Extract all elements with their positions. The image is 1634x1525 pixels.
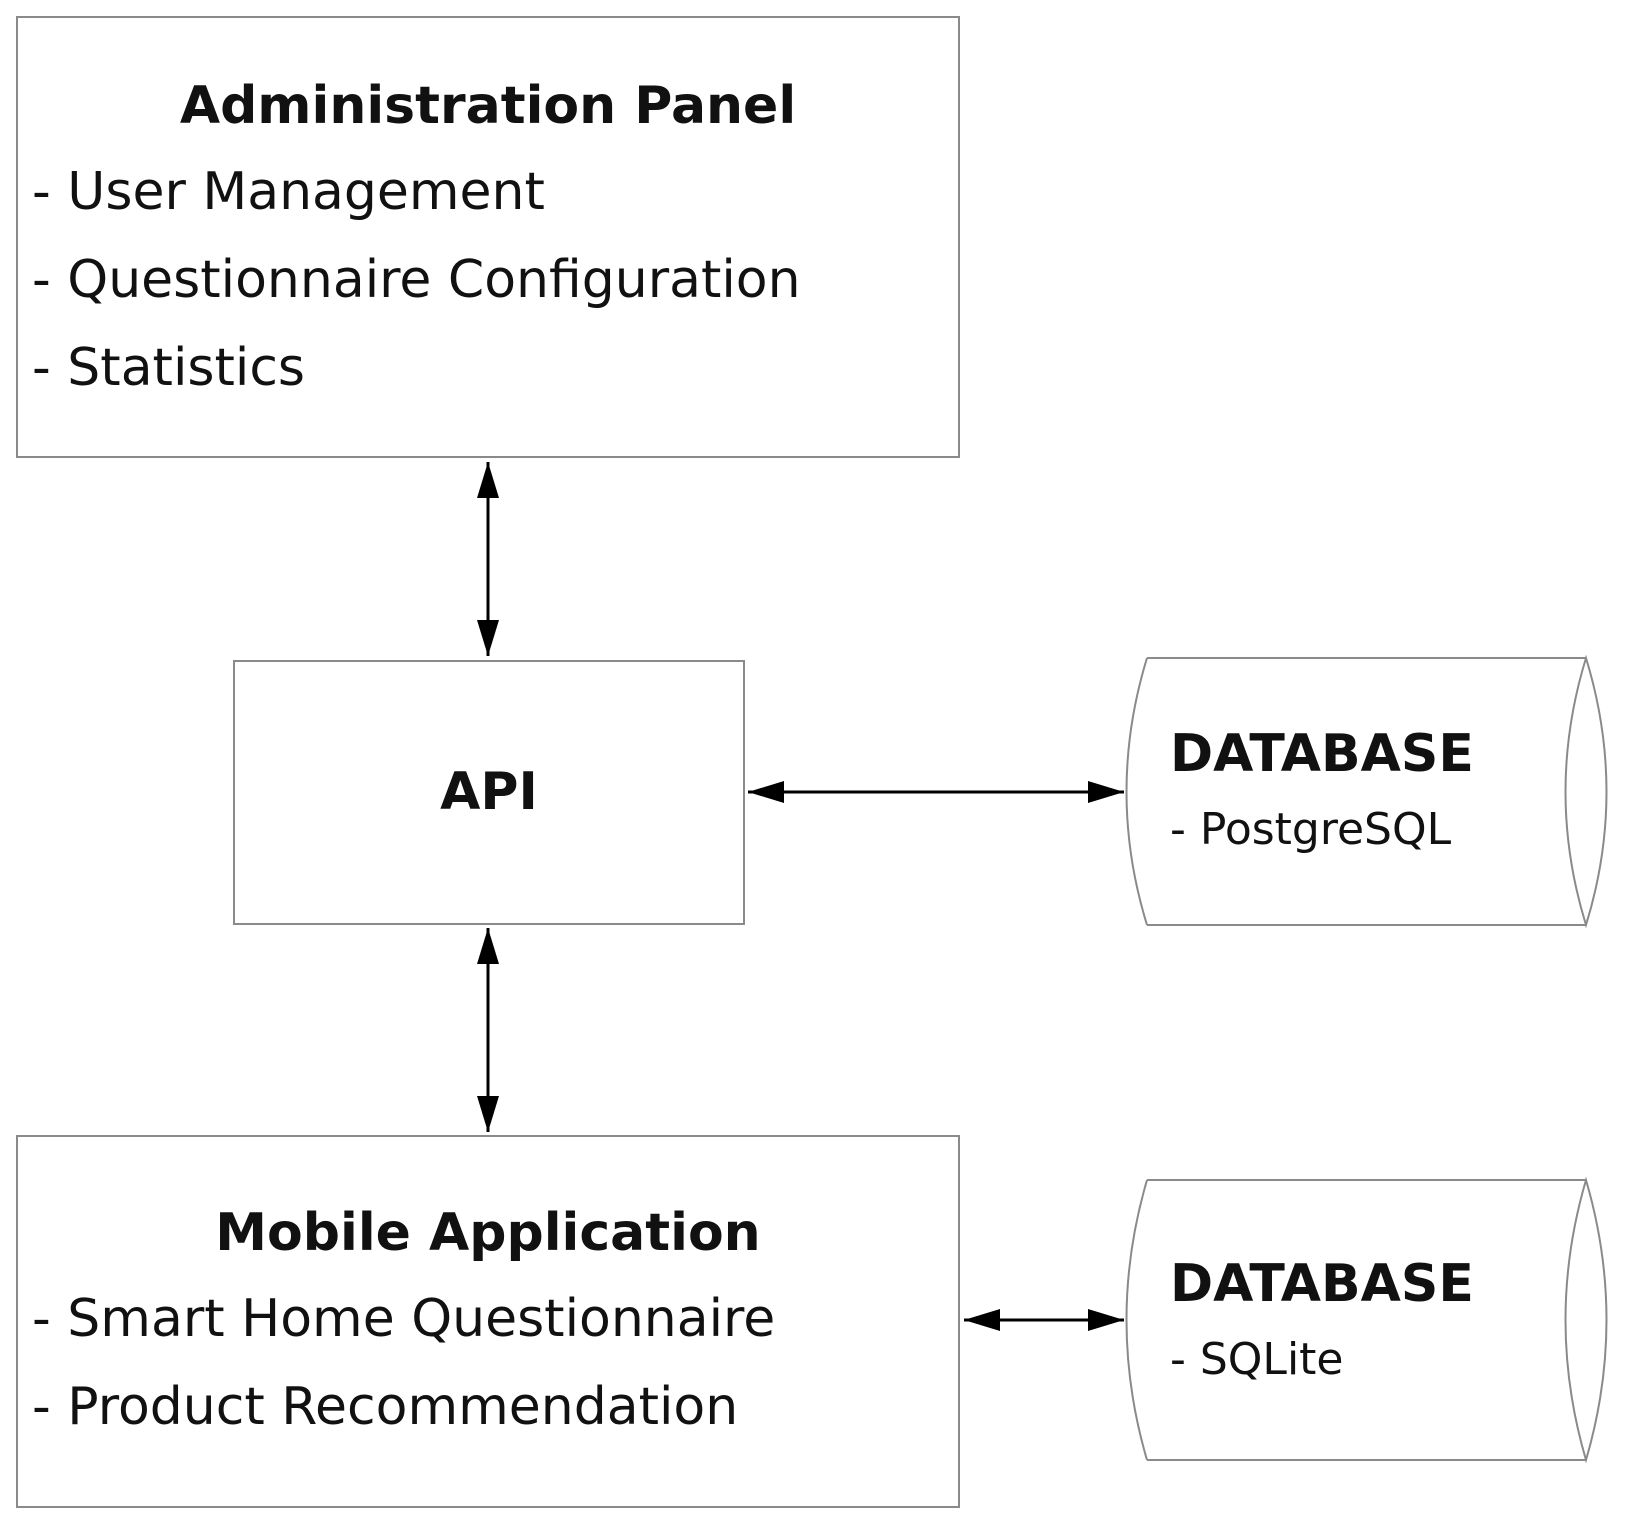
arrow-api-mobile	[477, 928, 499, 1132]
mobile-item-product-recommendation: - Product Recommendation	[32, 1377, 739, 1437]
mobile-item-smart-home-questionnaire: - Smart Home Questionnaire	[32, 1289, 776, 1349]
admin-item-statistics: - Statistics	[32, 338, 305, 398]
database-sqlite-label: DATABASE - SQLite	[1170, 1258, 1474, 1382]
administration-panel-title: Administration Panel	[179, 76, 797, 136]
arrow-api-database	[748, 781, 1124, 803]
admin-item-user-management: - User Management	[32, 162, 545, 222]
database-sqlite-title: DATABASE	[1170, 1254, 1474, 1314]
mobile-application-items: - Smart Home Questionnaire - Product Rec…	[18, 1293, 958, 1433]
database-postgresql-label: DATABASE - PostgreSQL	[1170, 728, 1474, 852]
database-cylinder-sqlite	[1125, 1176, 1608, 1464]
database-postgresql-title: DATABASE	[1170, 724, 1474, 784]
api-box: API	[233, 660, 745, 925]
arrow-mobile-database	[964, 1309, 1124, 1331]
mobile-application-box: Mobile Application - Smart Home Question…	[16, 1135, 960, 1508]
administration-panel-box: Administration Panel - User Management -…	[16, 16, 960, 458]
administration-panel-items: - User Management - Questionnaire Config…	[18, 166, 958, 394]
database-postgresql-item: - PostgreSQL	[1170, 804, 1452, 855]
admin-item-questionnaire-configuration: - Questionnaire Configuration	[32, 250, 801, 310]
arrow-admin-api	[477, 462, 499, 656]
mobile-application-title: Mobile Application	[215, 1203, 761, 1263]
database-cylinder-postgresql	[1125, 654, 1608, 929]
api-title: API	[440, 762, 538, 822]
database-sqlite-item: - SQLite	[1170, 1334, 1344, 1385]
